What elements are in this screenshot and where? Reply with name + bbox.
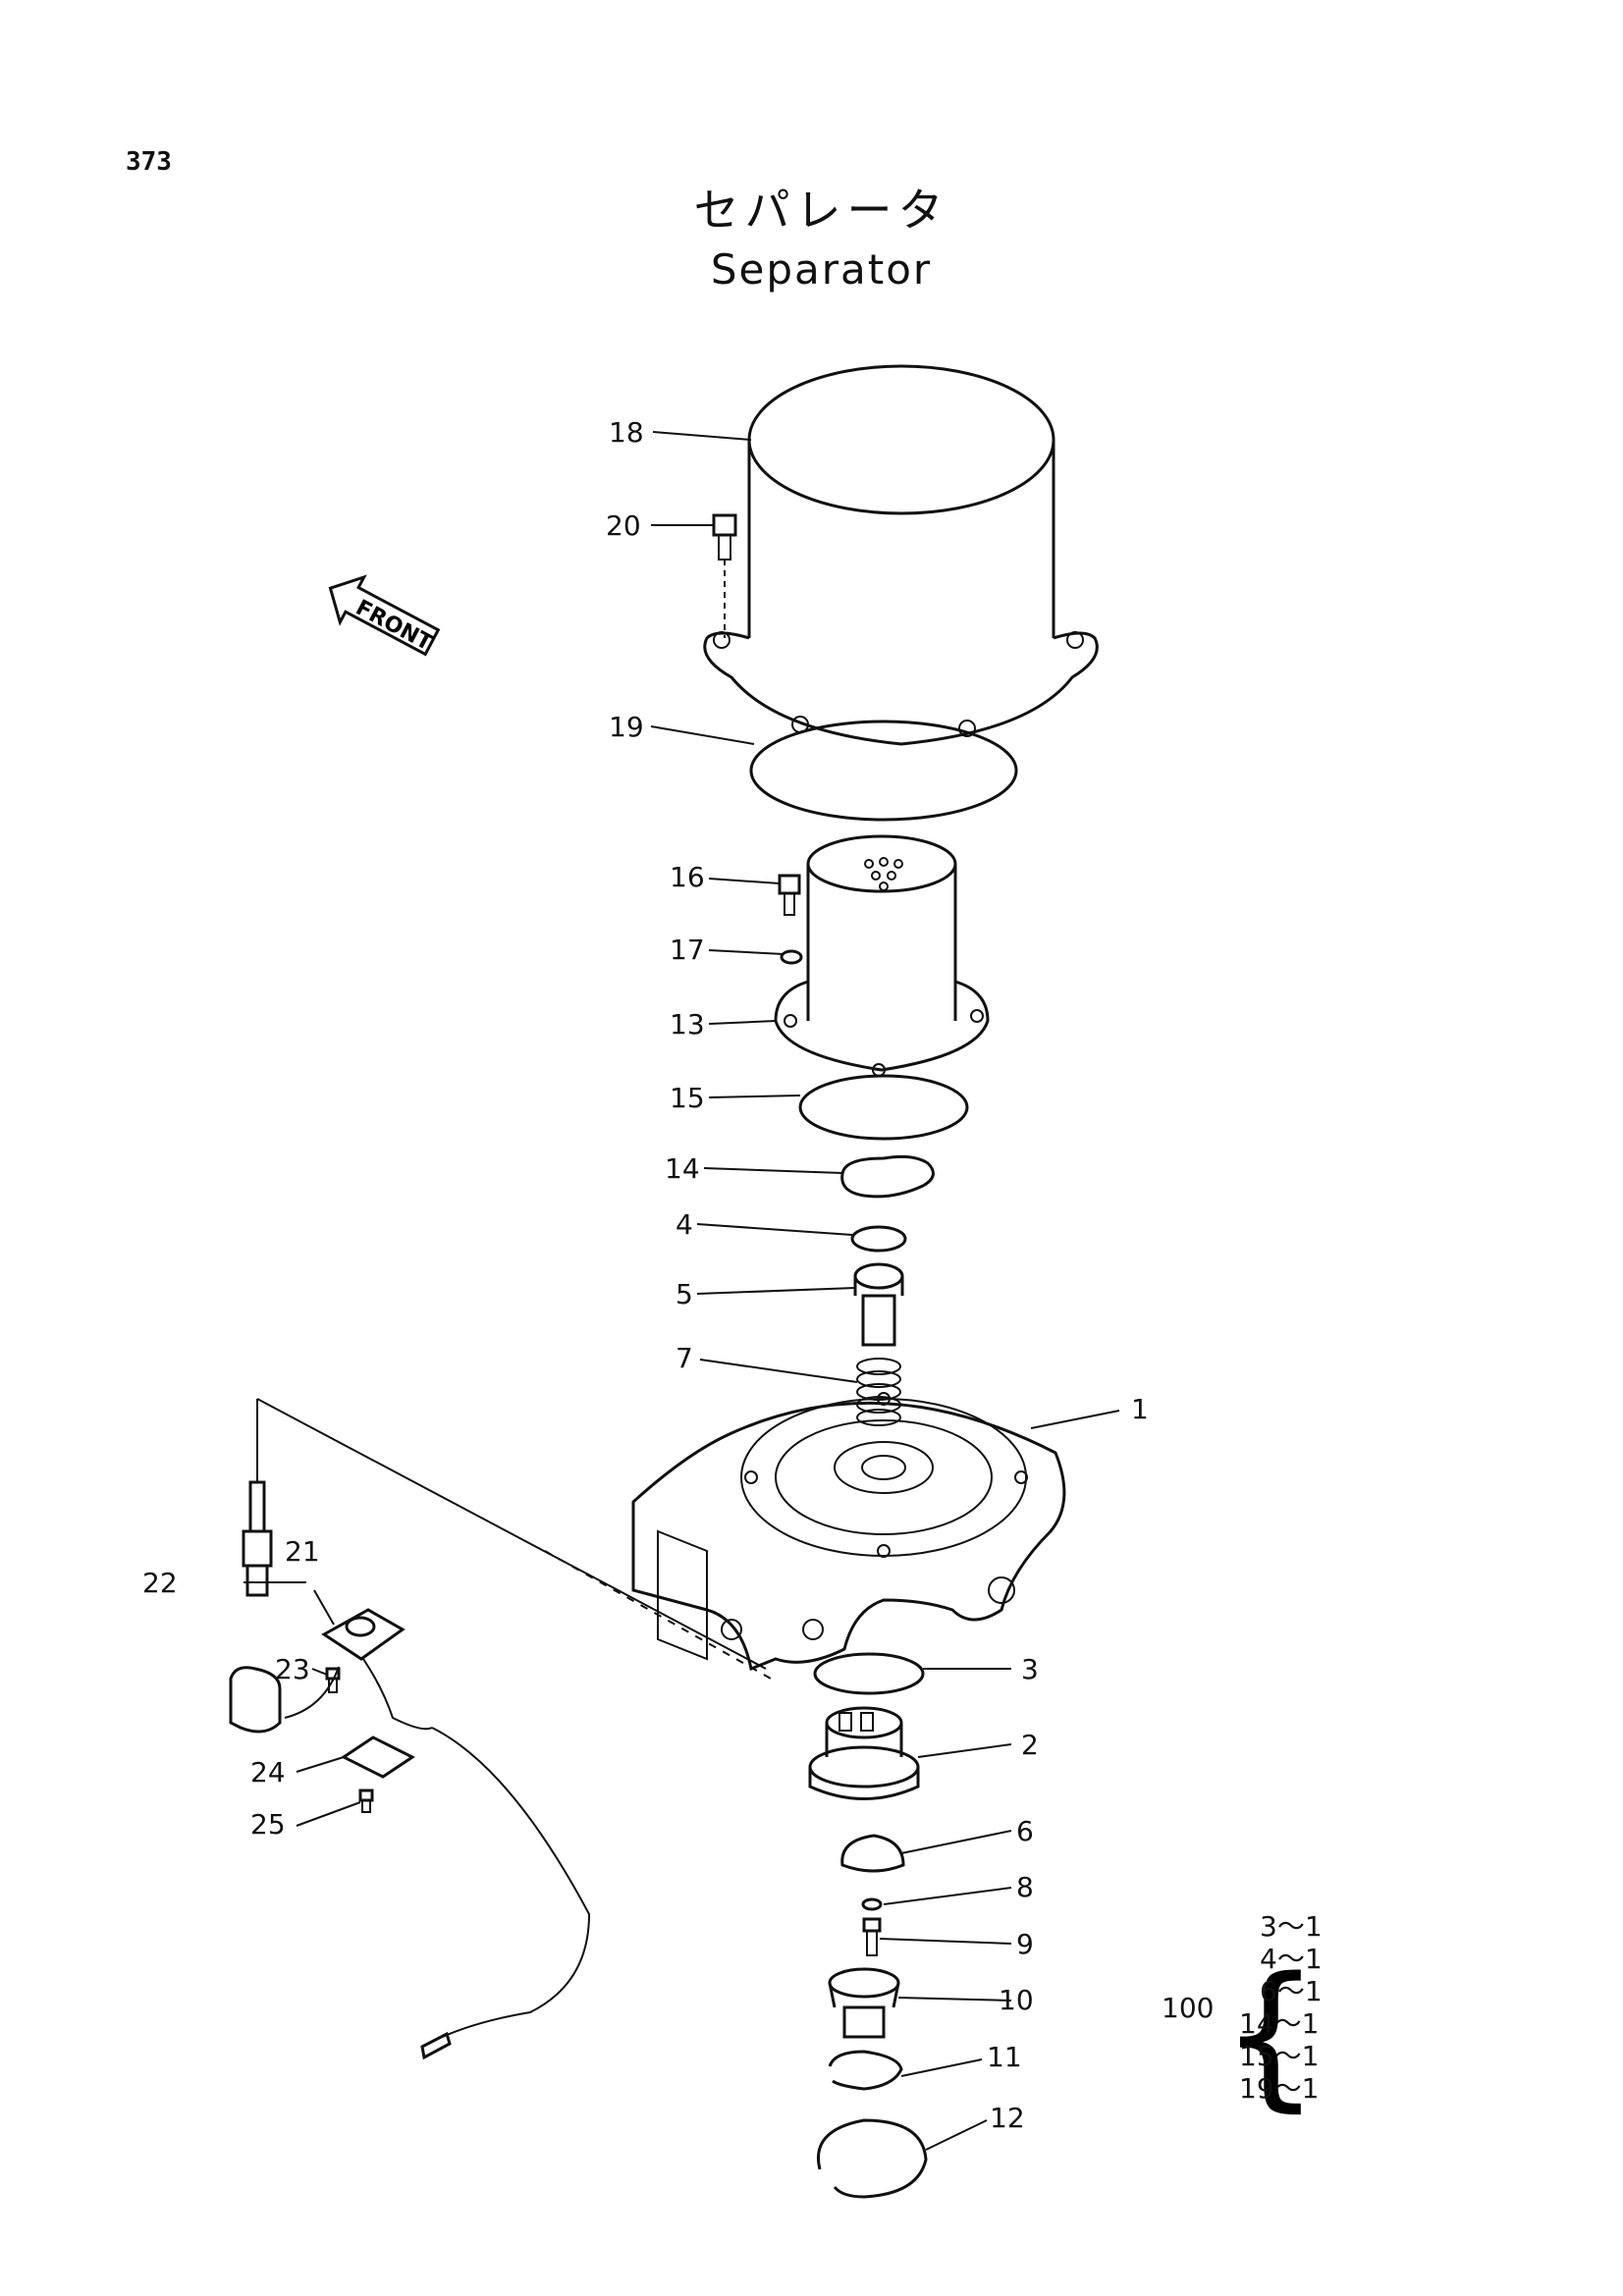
part-3-o-ring <box>813 1652 925 1695</box>
part-22-sensor-probe <box>242 1398 772 1680</box>
part-18-cover <box>703 364 1099 746</box>
part-14-gasket <box>840 1154 935 1199</box>
callout-11: 11 <box>987 2041 1022 2073</box>
callout-2: 2 <box>1021 1729 1039 1761</box>
part-11-snap-ring <box>828 2050 903 2091</box>
callout-19: 19 <box>609 711 644 743</box>
part-12-snap-ring <box>817 2118 928 2199</box>
kit-group: 100 { 3～1 4～1 6～1 14～1 15～1 19～1 <box>1162 1910 1323 2126</box>
kit-label: 100 <box>1162 1992 1214 2024</box>
title-english: Separator <box>710 245 933 294</box>
kit-brace: { <box>1220 1943 1321 2126</box>
part-10-bushing <box>828 1967 900 2039</box>
part-20-bolt <box>712 513 737 638</box>
part-2-valve <box>808 1706 920 1800</box>
callout-25: 25 <box>250 1808 286 1841</box>
callout-3: 3 <box>1021 1653 1039 1685</box>
callout-17: 17 <box>670 934 705 966</box>
part-6-cap <box>840 1834 905 1873</box>
page-number: 373 <box>126 147 172 177</box>
part-19-o-ring <box>749 720 1018 822</box>
kit-item: 19～1 <box>1239 2072 1319 2105</box>
callout-7: 7 <box>676 1342 693 1374</box>
kit-item: 6～1 <box>1260 1975 1323 2007</box>
callout-21: 21 <box>285 1535 320 1568</box>
callout-20: 20 <box>606 509 641 542</box>
kit-item: 4～1 <box>1260 1943 1323 1975</box>
kit-item: 3～1 <box>1260 1910 1323 1943</box>
callout-23: 23 <box>275 1653 310 1685</box>
callout-4: 4 <box>676 1208 693 1241</box>
part-15-o-ring <box>798 1074 969 1141</box>
callout-10: 10 <box>999 1984 1034 2016</box>
part-21-switch <box>229 1608 591 2060</box>
title-japanese: セパレータ <box>693 184 949 237</box>
callout-labels: 18 20 19 16 17 13 15 14 4 5 7 1 3 2 6 8 … <box>142 416 1149 2134</box>
callout-13: 13 <box>670 1008 705 1041</box>
callout-8: 8 <box>1016 1871 1034 1903</box>
callout-22: 22 <box>142 1567 178 1599</box>
callout-24: 24 <box>250 1756 286 1789</box>
part-24-clamp <box>341 1735 415 1779</box>
part-16-screw <box>778 874 801 916</box>
kit-item: 15～1 <box>1239 2040 1319 2072</box>
part-5-valve-seat <box>853 1262 904 1347</box>
front-label: FRONT <box>352 596 436 657</box>
part-25-screw <box>358 1789 374 1813</box>
part-8-washer <box>861 1897 883 1911</box>
part-17-washer <box>780 949 803 965</box>
callout-15: 15 <box>670 1082 705 1114</box>
part-13-filter-element <box>774 834 990 1077</box>
callout-18: 18 <box>609 416 644 449</box>
part-9-screw <box>862 1917 882 1956</box>
front-arrow-icon: FRONT <box>328 574 441 657</box>
callout-16: 16 <box>670 861 705 893</box>
callout-14: 14 <box>665 1152 700 1185</box>
callout-9: 9 <box>1016 1928 1034 1960</box>
callout-6: 6 <box>1016 1815 1034 1847</box>
callout-1: 1 <box>1131 1393 1149 1425</box>
part-7-spring <box>856 1358 901 1426</box>
callout-5: 5 <box>676 1278 693 1310</box>
callout-12: 12 <box>990 2102 1025 2134</box>
leader-lines <box>243 431 1120 2151</box>
part-1-body <box>631 1392 1066 1672</box>
kit-item: 14～1 <box>1239 2007 1319 2040</box>
part-4-o-ring <box>850 1225 907 1253</box>
